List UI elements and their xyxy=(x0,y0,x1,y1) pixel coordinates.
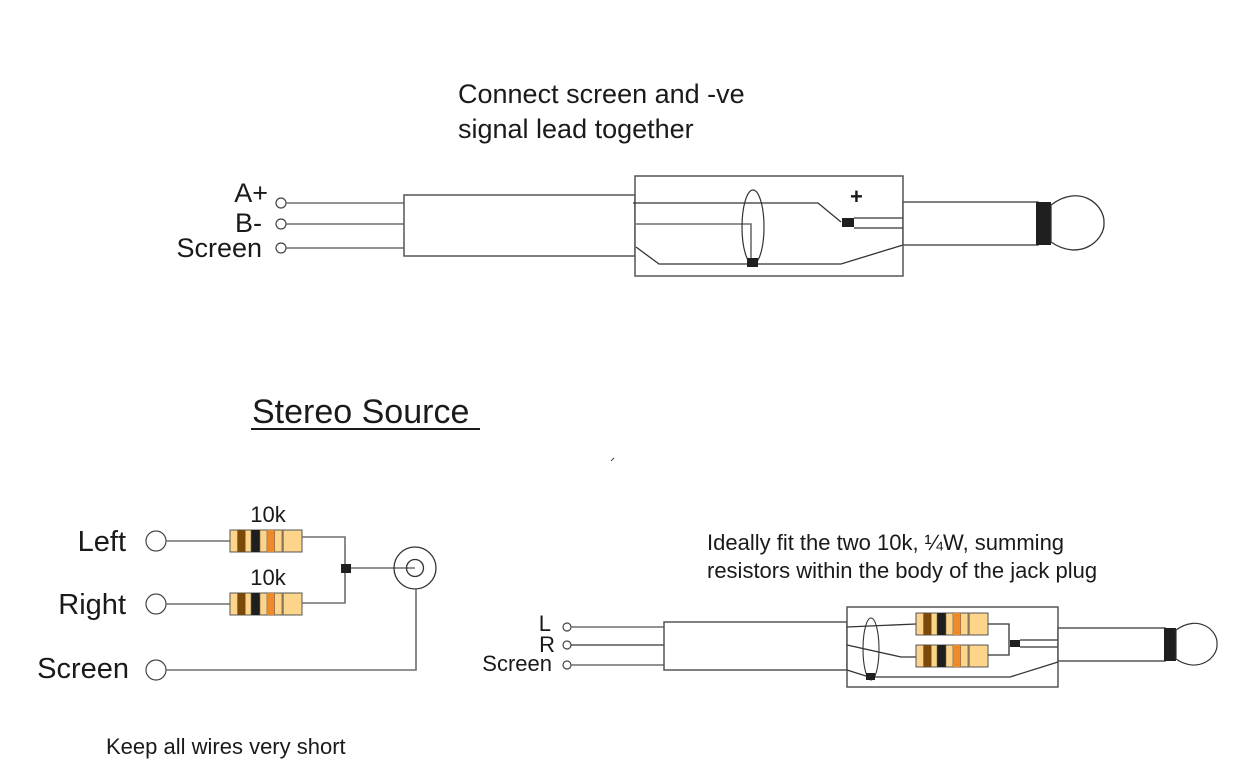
stereo-cable-sheath xyxy=(663,621,848,671)
input-terminal-right xyxy=(145,593,167,615)
stereo-plug-insulator-ring xyxy=(1164,628,1176,661)
note-fit-resistors-line2: resistors within the body of the jack pl… xyxy=(707,558,1097,583)
note-connect-screen-line2: signal lead together xyxy=(458,114,694,144)
stereo-summing-bus xyxy=(988,623,1010,656)
resistor-band-gold-divider xyxy=(281,530,284,552)
terminal-b-minus xyxy=(275,218,287,230)
resistor-label-left: 10k xyxy=(250,502,286,527)
input-label-left: Left xyxy=(78,526,126,558)
input-terminal-screen xyxy=(145,659,167,681)
resistor-band-orange xyxy=(266,593,275,615)
plug-terminal-r xyxy=(562,640,572,650)
stray-mark xyxy=(610,457,615,462)
resistor-body xyxy=(229,529,303,553)
terminal-label-a-plus: A+ xyxy=(234,178,268,208)
resistor-band-black xyxy=(251,530,260,552)
internal-wire-negative xyxy=(636,223,752,262)
tip-plus-label: + xyxy=(850,184,863,209)
footnote-keep-wires-short: Keep all wires very short xyxy=(106,734,346,759)
resistor-band-orange xyxy=(266,530,275,552)
resistor-band-orange xyxy=(952,613,961,635)
resistor-band-black xyxy=(937,645,946,667)
resistor-band-gold-divider xyxy=(967,645,970,667)
resistor-body xyxy=(229,592,303,616)
plug-tip xyxy=(1050,195,1105,251)
input-label-right: Right xyxy=(58,589,126,621)
resistor-band-brown xyxy=(923,645,932,667)
terminal-a-plus xyxy=(275,197,287,209)
plug-terminal-label-screen: Screen xyxy=(482,651,552,676)
resistor-band-brown xyxy=(923,613,932,635)
input-terminal-left xyxy=(145,530,167,552)
stereo-solder-joint-screen xyxy=(866,673,875,680)
stereo-plug-shaft xyxy=(1057,627,1166,662)
plug-insulator-ring xyxy=(1036,202,1051,245)
resistor-label-right: 10k xyxy=(250,565,286,590)
solder-joint-screen xyxy=(747,258,758,267)
stereo-source-heading: Stereo Source xyxy=(252,393,469,431)
resistor-band-gold-divider xyxy=(281,593,284,615)
stereo-internal-wire-screen xyxy=(846,661,1059,678)
solder-joint-summing xyxy=(341,564,351,573)
plug-terminal-label-r: R xyxy=(539,632,555,657)
plug-resistor-bottom xyxy=(915,644,989,668)
jack-socket-inner xyxy=(405,558,425,578)
resistor-band-brown xyxy=(237,530,246,552)
cable-sheath xyxy=(403,194,636,257)
stereo-internal-wire-l xyxy=(846,623,917,628)
note-fit-resistors-line1: Ideally fit the two 10k, ¼W, summing xyxy=(707,530,1064,555)
plug-terminal-l xyxy=(562,622,572,632)
jack-socket-outer xyxy=(393,546,437,590)
resistor-right xyxy=(229,592,303,616)
resistor-body xyxy=(915,644,989,668)
plug-terminal-label-l: L xyxy=(539,611,551,636)
resistor-band-black xyxy=(937,613,946,635)
resistor-band-black xyxy=(251,593,260,615)
note-connect-screen-line1: Connect screen and -ve xyxy=(458,79,745,109)
input-label-screen: Screen xyxy=(37,653,129,685)
terminal-screen xyxy=(275,242,287,254)
resistor-left xyxy=(229,529,303,553)
stereo-solder-joint-tip xyxy=(1010,640,1020,647)
plug-terminal-screen xyxy=(562,660,572,670)
plug-shaft xyxy=(902,201,1039,246)
solder-joint-tip xyxy=(842,218,854,227)
terminal-label-b-minus: B- xyxy=(235,208,262,238)
wire-summing-bus xyxy=(302,536,346,604)
internal-wire-signal xyxy=(633,202,842,223)
stereo-plug-tip xyxy=(1175,622,1218,666)
resistor-band-brown xyxy=(237,593,246,615)
terminal-label-screen: Screen xyxy=(176,233,262,263)
resistor-band-orange xyxy=(952,645,961,667)
stereo-internal-wire-r xyxy=(846,644,916,658)
plug-resistor-top xyxy=(915,612,989,636)
wire-screen-to-jack xyxy=(166,589,417,671)
resistor-band-gold-divider xyxy=(967,613,970,635)
